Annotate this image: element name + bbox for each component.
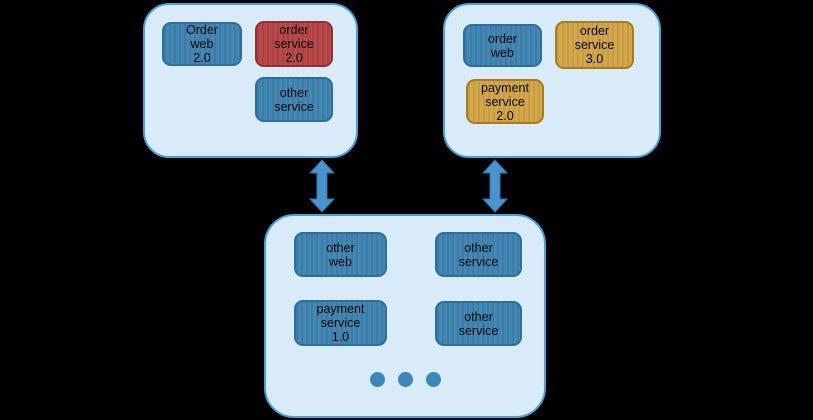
- node-order-service-3-0: order service 3.0: [555, 21, 634, 69]
- ellipsis-dot: [369, 372, 385, 387]
- group-top-right: order web order service 3.0 payment serv…: [443, 3, 661, 158]
- node-label: payment service 1.0: [316, 302, 365, 344]
- group-top-left: Order web 2.0 order service 2.0 other se…: [143, 3, 358, 158]
- node-other-web: other web: [294, 232, 387, 277]
- node-order-service-2-0: order service 2.0: [255, 21, 333, 67]
- node-label: other service: [458, 240, 499, 269]
- node-label: payment service 2.0: [481, 80, 529, 123]
- node-label: order service 2.0: [274, 23, 314, 65]
- node-other-service: other service: [255, 77, 333, 122]
- ellipsis-dot: [425, 372, 441, 387]
- node-label: other web: [326, 240, 355, 269]
- node-payment-service-2-0: payment service 2.0: [466, 79, 544, 124]
- node-payment-service-1-0: payment service 1.0: [294, 300, 387, 346]
- node-other-service-top: other service: [435, 232, 522, 277]
- ellipsis-dot: [397, 372, 413, 387]
- double-arrow-right-icon: [482, 159, 508, 213]
- node-label: other service: [458, 309, 499, 338]
- node-order-web-2-0: Order web 2.0: [162, 22, 242, 66]
- ellipsis: [266, 372, 544, 387]
- double-arrow-left-icon: [309, 159, 335, 213]
- node-label: other service: [274, 85, 314, 114]
- group-bottom-shared: other web other service payment service …: [264, 214, 546, 418]
- node-order-web: order web: [463, 24, 542, 67]
- node-label: order service 3.0: [574, 24, 615, 66]
- node-label: order web: [487, 31, 518, 60]
- node-label: Order web 2.0: [186, 23, 218, 65]
- node-other-service-bottom: other service: [435, 301, 522, 346]
